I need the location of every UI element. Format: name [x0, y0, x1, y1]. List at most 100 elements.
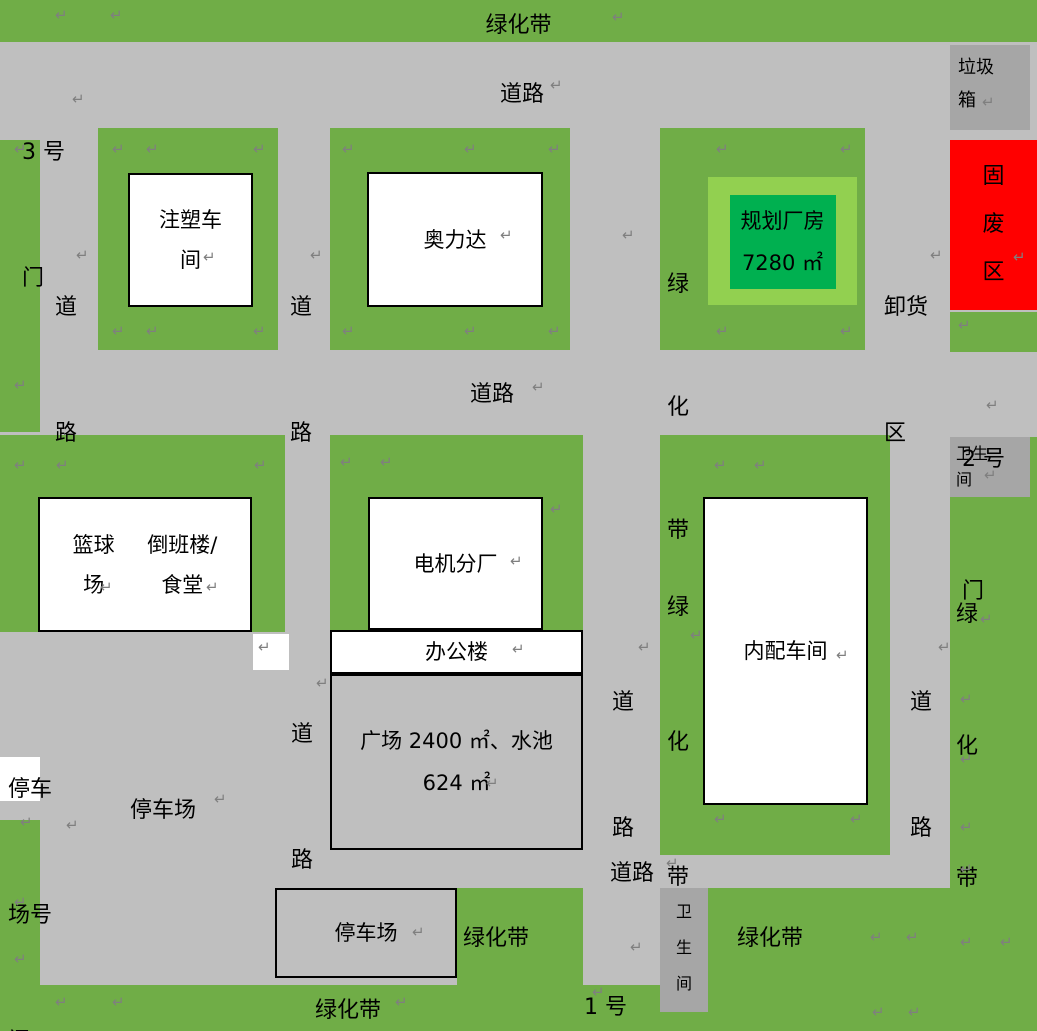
return-mark-icon: ↵ [14, 950, 27, 968]
green-strip-left-bottom [0, 820, 40, 985]
road-label-mid: 道路 [470, 382, 515, 407]
label-line: 卫生 [956, 444, 989, 463]
green-belt-mid-left-label: 绿化带 [463, 926, 530, 951]
return-mark-icon: ↵ [630, 938, 643, 956]
label-line: 间 [180, 248, 201, 272]
return-mark-icon: ↵ [836, 646, 849, 664]
green-mid-left-block [457, 888, 583, 985]
label-line: 间 [675, 974, 692, 993]
return-mark-icon: ↵ [310, 246, 323, 264]
return-mark-icon: ↵ [870, 928, 883, 946]
return-mark-icon: ↵ [982, 93, 995, 111]
label-line: 绿 [667, 272, 690, 297]
return-mark-icon: ↵ [510, 552, 523, 570]
plaza-pond-area: 广场 2400 ㎡、水池 624 ㎡ [330, 674, 583, 850]
road-label-v-mid2: 道 路 [291, 630, 319, 966]
label-line: 生 [675, 938, 692, 957]
return-mark-icon: ↵ [258, 638, 271, 656]
label-line: 箱 [958, 90, 976, 111]
return-mark-icon: ↵ [412, 923, 425, 941]
return-mark-icon: ↵ [930, 246, 943, 264]
green-belt-bottom-label: 绿化带 [315, 998, 382, 1023]
return-mark-icon: ↵ [66, 816, 79, 834]
label-line: 路 [290, 421, 313, 446]
label-line: 门 [962, 579, 985, 604]
return-mark-icon: ↵ [56, 456, 69, 474]
return-mark-icon: ↵ [840, 322, 853, 340]
green-belt-top-label: 绿化带 [485, 13, 552, 38]
return-mark-icon: ↵ [1000, 933, 1013, 951]
return-mark-icon: ↵ [464, 140, 477, 158]
label-line: 道 [290, 295, 313, 320]
building-motor-plant: 电机分厂 [368, 497, 543, 630]
return-mark-icon: ↵ [638, 638, 651, 656]
label-line: 注塑车 [159, 208, 222, 232]
return-mark-icon: ↵ [960, 933, 973, 951]
label-line: 垃圾 [958, 57, 994, 78]
trash-bin-area: 垃圾 箱 [950, 45, 1030, 130]
return-mark-icon: ↵ [512, 640, 525, 658]
building-office: 办公楼 [330, 630, 583, 674]
gate-1-label: 1 号 门 [584, 893, 627, 1031]
road-label-bottom: 道路 [610, 861, 655, 886]
return-mark-icon: ↵ [146, 322, 159, 340]
label-line: 停车 [8, 777, 53, 802]
return-mark-icon: ↵ [72, 90, 85, 108]
gate-3-label: 3 号 门 [22, 48, 65, 384]
return-mark-icon: ↵ [980, 610, 993, 628]
return-mark-icon: ↵ [622, 226, 635, 244]
road-label-v-mid1: 道 路 [290, 203, 318, 539]
label-line: 路 [291, 848, 314, 873]
label-line: 路 [55, 421, 78, 446]
label-line: 间 [956, 470, 973, 489]
planned-factory-area: 规划厂房 7280 ㎡ [708, 177, 857, 305]
return-mark-icon: ↵ [55, 993, 68, 1011]
return-mark-icon: ↵ [716, 322, 729, 340]
road-label-v-right: 道 路 [910, 598, 938, 934]
return-mark-icon: ↵ [716, 140, 729, 158]
building-aolida: 奥力达 [367, 172, 543, 307]
return-mark-icon: ↵ [850, 810, 863, 828]
return-mark-icon: ↵ [714, 810, 727, 828]
return-mark-icon: ↵ [550, 500, 563, 518]
return-mark-icon: ↵ [206, 578, 219, 596]
label-line: 篮球 [72, 532, 115, 557]
return-mark-icon: ↵ [960, 818, 973, 836]
label-line: 带 [667, 518, 690, 543]
label-line: 道 [612, 690, 635, 715]
return-mark-icon: ↵ [254, 456, 267, 474]
label-line: 带 [956, 866, 979, 891]
label-line: 化 [667, 730, 690, 755]
unloading-area-label: 卸货 区 [884, 203, 928, 539]
return-mark-icon: ↵ [714, 456, 727, 474]
green-belt-v1-label: 绿 化 带 [667, 182, 695, 633]
label-line: 食堂 [161, 572, 204, 597]
return-mark-icon: ↵ [146, 140, 159, 158]
gate-opening-west [0, 757, 40, 801]
return-mark-icon: ↵ [548, 322, 561, 340]
green-patch-right [950, 312, 1037, 352]
label-line: 奥力达 [423, 227, 487, 252]
label-line: 路 [612, 816, 635, 841]
return-mark-icon: ↵ [908, 1003, 921, 1021]
label-line: 绿 [667, 595, 690, 620]
return-mark-icon: ↵ [380, 453, 393, 471]
return-mark-icon: ↵ [666, 854, 679, 872]
return-mark-icon: ↵ [253, 140, 266, 158]
parking-lot-label: 停车场 [130, 798, 197, 823]
return-mark-icon: ↵ [754, 456, 767, 474]
return-mark-icon: ↵ [592, 983, 605, 1001]
return-mark-icon: ↵ [500, 226, 513, 244]
return-mark-icon: ↵ [316, 674, 329, 692]
label-line: 带 [667, 865, 690, 890]
label-line: 化 [667, 395, 690, 420]
road-label-v-left: 道 路 [55, 203, 83, 539]
road-label-top: 道路 [500, 82, 545, 107]
label-line: 7280 ㎡ [741, 251, 824, 275]
green-strip-right [950, 437, 1037, 985]
return-mark-icon: ↵ [20, 813, 33, 831]
return-mark-icon: ↵ [872, 1003, 885, 1021]
label-line: 1 号 [584, 995, 627, 1020]
label-line: 化 [956, 734, 979, 759]
